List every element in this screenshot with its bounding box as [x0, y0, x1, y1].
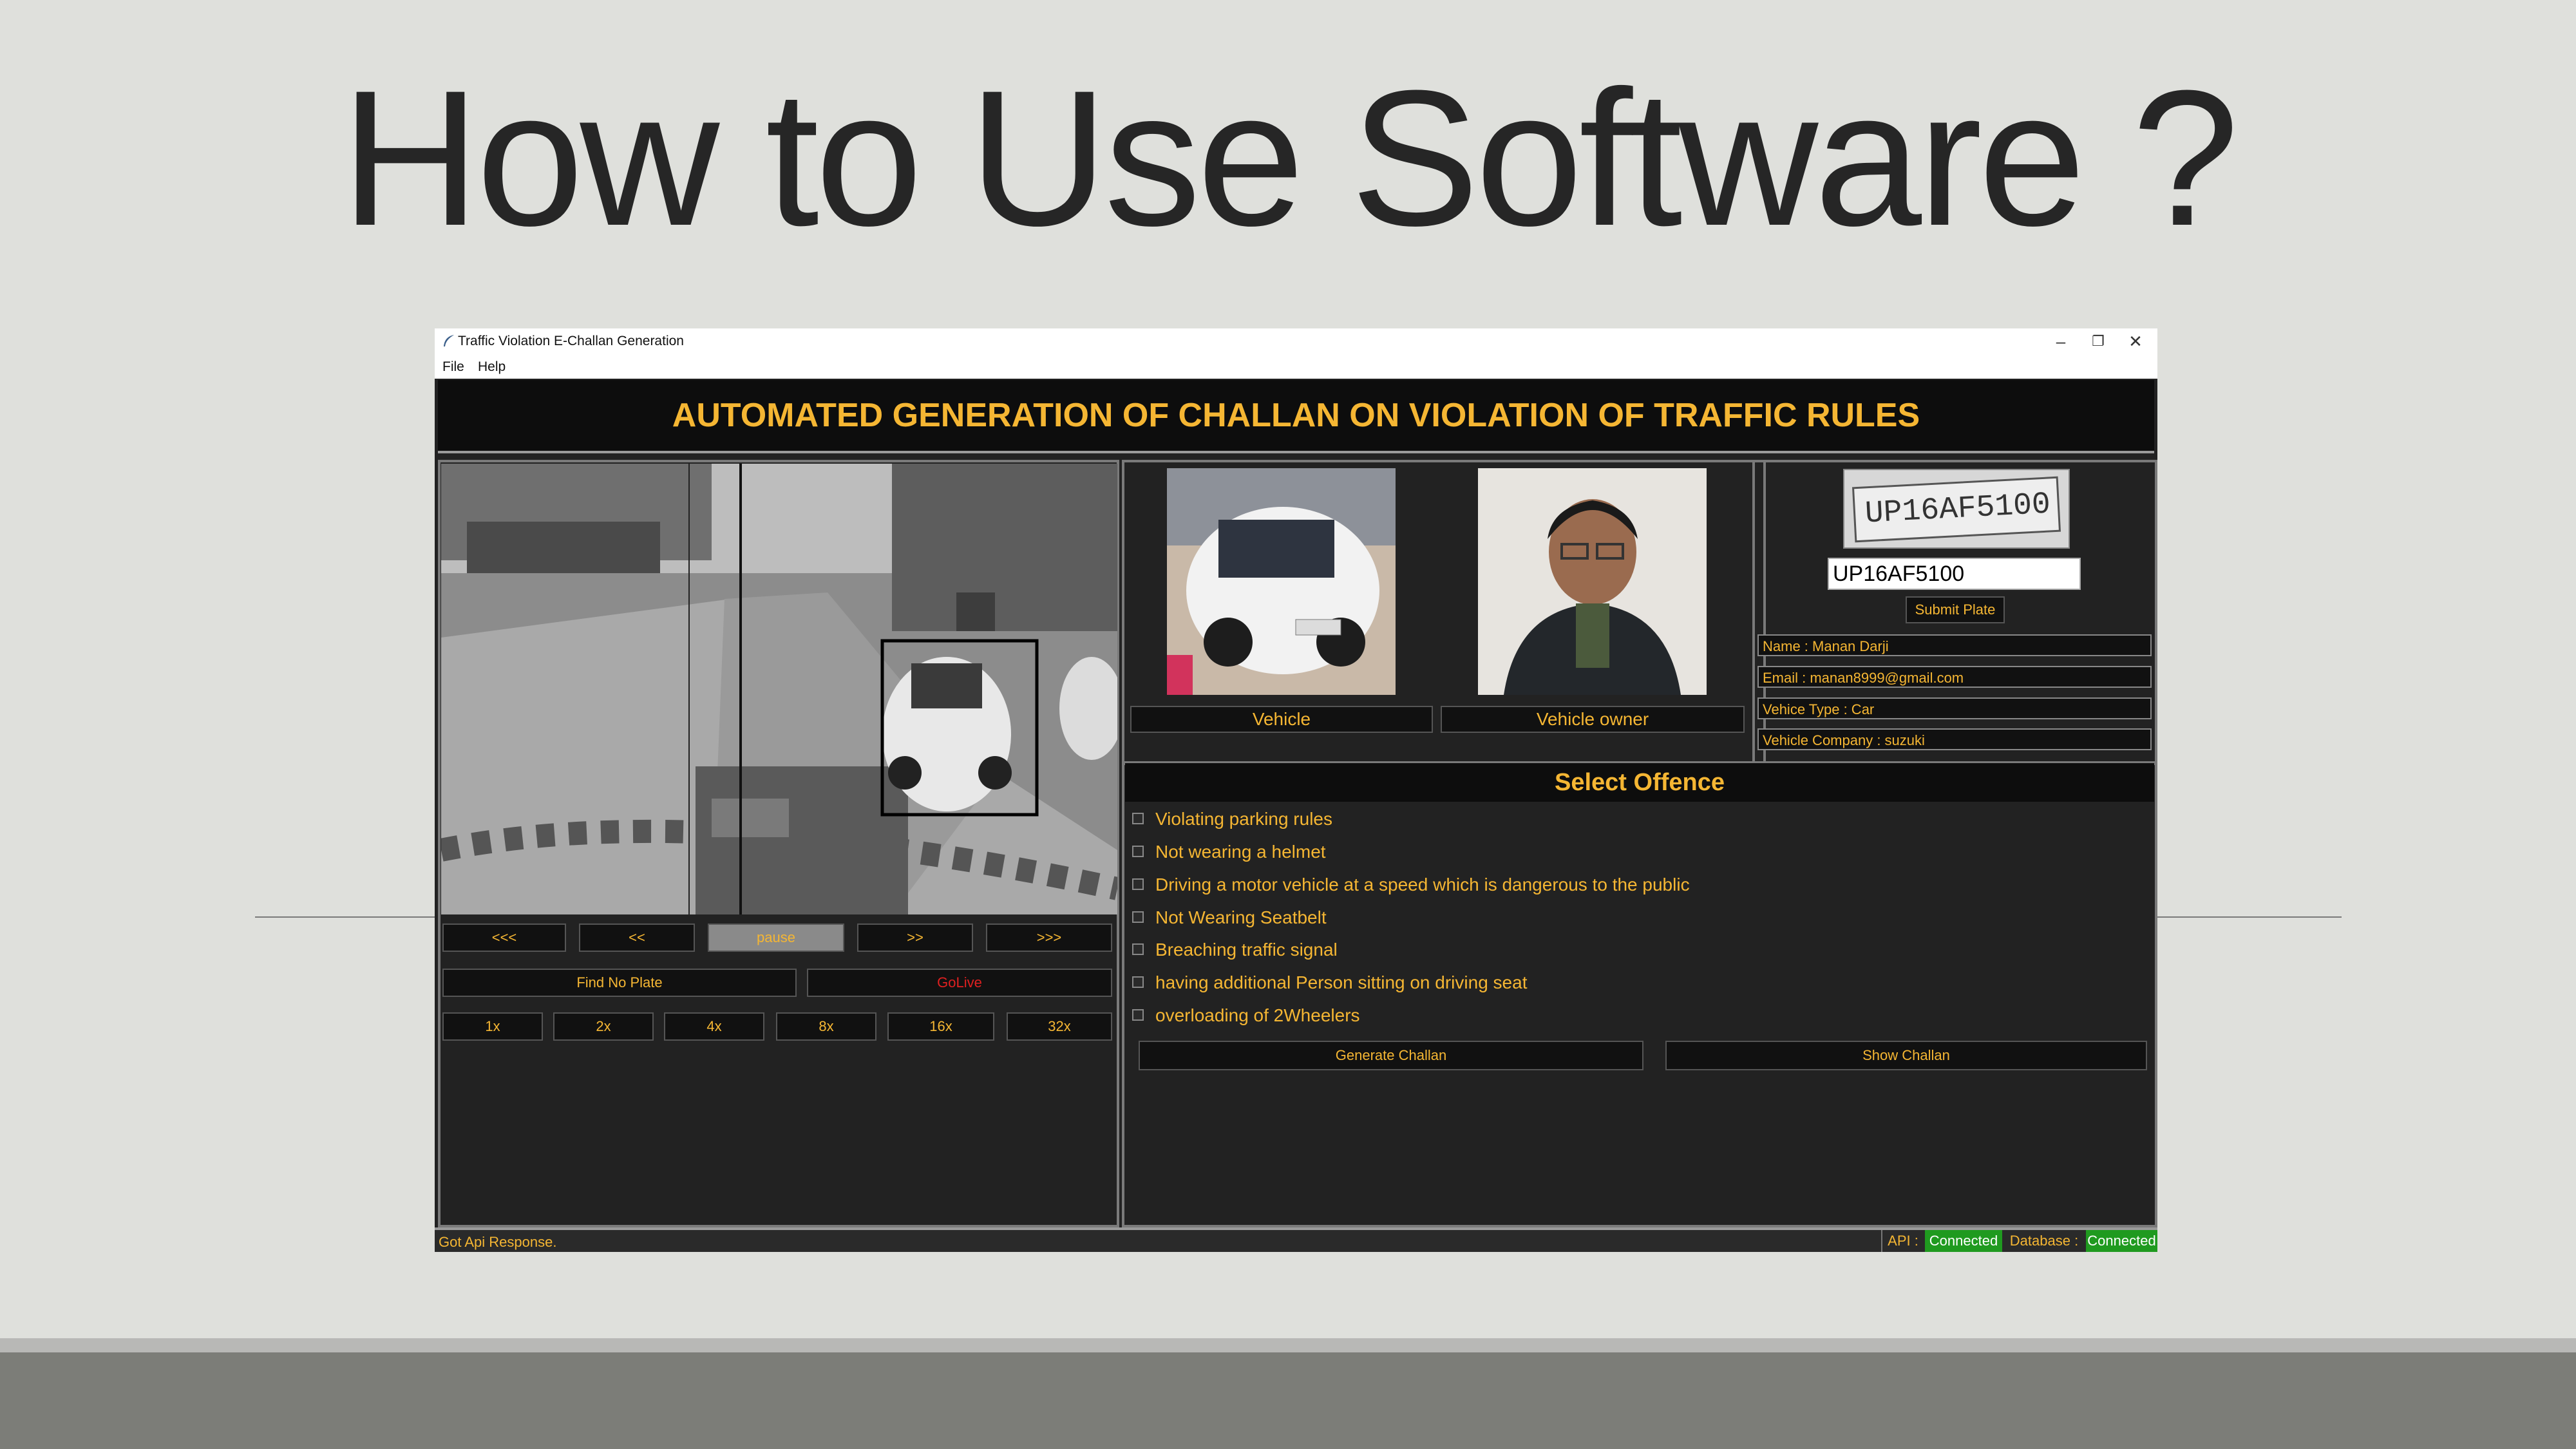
offence-label: having additional Person sitting on driv…	[1155, 972, 1528, 992]
offence-heading: Select Offence	[1555, 769, 1725, 796]
plate-image: UP16AF5100	[1843, 469, 2070, 549]
menu-help[interactable]: Help	[478, 359, 506, 374]
title-bar: Traffic Violation E-Challan Generation –…	[435, 328, 2157, 354]
slide-footer	[0, 1352, 2576, 1449]
vehicle-label: Vehicle	[1130, 706, 1433, 733]
feather-icon	[444, 335, 454, 346]
offence-label: Driving a motor vehicle at a speed which…	[1155, 875, 1690, 895]
go-live-button[interactable]: GoLive	[807, 969, 1112, 997]
vehicle-company-field: Vehicle Company : suzuki	[1757, 728, 2152, 750]
offence-checkbox[interactable]	[1132, 1009, 1144, 1021]
menu-file[interactable]: File	[442, 359, 464, 374]
header-banner: AUTOMATED GENERATION OF CHALLAN ON VIOLA…	[438, 380, 2154, 453]
offence-checkbox[interactable]	[1132, 911, 1144, 923]
offence-checkbox[interactable]	[1132, 846, 1144, 857]
forward-button[interactable]: >>	[857, 923, 973, 952]
find-plate-button[interactable]: Find No Plate	[442, 969, 797, 997]
offence-label: Violating parking rules	[1155, 809, 1332, 829]
owner-email-field: Email : manan8999@gmail.com	[1757, 666, 2152, 688]
api-status-badge: Connected	[1925, 1230, 2002, 1252]
speed-8x-button[interactable]: 8x	[776, 1012, 876, 1041]
rewind-button[interactable]: <<	[579, 923, 695, 952]
speed-1x-button[interactable]: 1x	[442, 1012, 543, 1041]
offence-panel	[1122, 761, 2157, 1227]
owner-name-field: Name : Manan Darji	[1757, 634, 2152, 656]
speed-16x-button[interactable]: 16x	[887, 1012, 994, 1041]
speed-4x-button[interactable]: 4x	[664, 1012, 764, 1041]
offence-label: overloading of 2Wheelers	[1155, 1005, 1360, 1025]
status-bar: Got Api Response. API : Connected Databa…	[435, 1227, 2157, 1252]
forward-fast-button[interactable]: >>>	[986, 923, 1112, 952]
offence-label: Not wearing a helmet	[1155, 842, 1326, 862]
offence-checkbox[interactable]	[1132, 878, 1144, 890]
video-frame-image	[441, 464, 1117, 914]
database-status-label: Database :	[2009, 1233, 2079, 1249]
offence-header: Select Offence	[1125, 763, 2154, 802]
api-status-label: API :	[1881, 1230, 1924, 1252]
pause-button[interactable]: pause	[708, 923, 844, 952]
owner-label: Vehicle owner	[1441, 706, 1745, 733]
offence-label: Not Wearing Seatbelt	[1155, 907, 1327, 927]
video-feed[interactable]	[441, 464, 1117, 914]
restore-button[interactable]: ❐	[2092, 333, 2105, 349]
minimize-button[interactable]: –	[2056, 332, 2066, 351]
slide-title: How to Use Software ?	[341, 50, 2239, 266]
offence-checkbox[interactable]	[1132, 813, 1144, 824]
status-message: Got Api Response.	[439, 1234, 557, 1250]
offence-checkbox[interactable]	[1132, 943, 1144, 955]
database-status-badge: Connected	[2086, 1230, 2157, 1252]
speed-2x-button[interactable]: 2x	[553, 1012, 654, 1041]
vehicle-type-field: Vehice Type : Car	[1757, 697, 2152, 719]
speed-32x-button[interactable]: 32x	[1007, 1012, 1112, 1041]
plate-input[interactable]: UP16AF5100	[1828, 558, 2081, 590]
offence-label: Breaching traffic signal	[1155, 940, 1338, 960]
menu-bar: File Help	[435, 354, 2157, 379]
owner-photo	[1478, 468, 1707, 695]
app-window: Traffic Violation E-Challan Generation –…	[435, 328, 2157, 1252]
rewind-fast-button[interactable]: <<<	[442, 923, 566, 952]
submit-plate-button[interactable]: Submit Plate	[1906, 596, 2005, 623]
banner-title: AUTOMATED GENERATION OF CHALLAN ON VIOLA…	[672, 397, 1920, 434]
close-button[interactable]: ✕	[2128, 332, 2143, 351]
offence-checkbox[interactable]	[1132, 976, 1144, 988]
generate-challan-button[interactable]: Generate Challan	[1139, 1041, 1643, 1070]
vehicle-photo	[1167, 468, 1396, 695]
window-title: Traffic Violation E-Challan Generation	[458, 334, 684, 348]
slide-footer-line	[0, 1338, 2576, 1352]
show-challan-button[interactable]: Show Challan	[1665, 1041, 2147, 1070]
